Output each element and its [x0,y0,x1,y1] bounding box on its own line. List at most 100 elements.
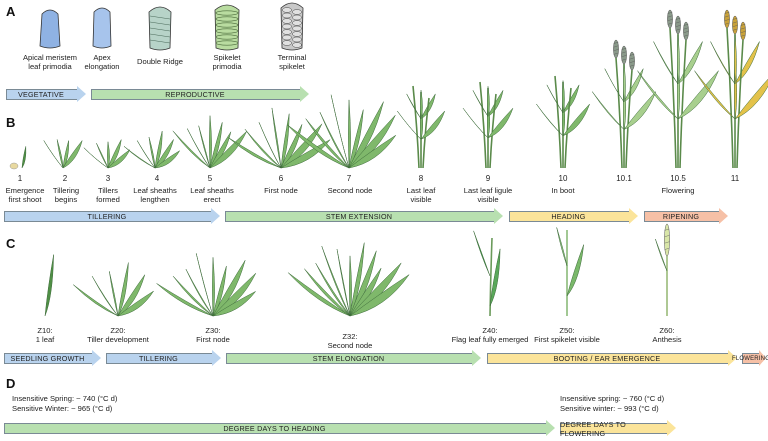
panel-label-d: D [6,376,16,391]
leaf [258,122,282,169]
leaf [56,139,64,169]
leaf [406,93,422,119]
leaf [397,110,422,140]
arrow-label-tillering-c: TILLERING [139,354,178,363]
leaf [117,274,146,317]
arrow-head [92,350,101,366]
spikelet-ring [215,28,239,34]
stage-label-b-8: Last leaf visible [406,186,436,204]
stage-num-b-10: 10 [558,174,568,183]
spikelet [613,49,619,51]
leaf [319,112,350,169]
stage-label-b-10: In boot [551,186,575,195]
ear-icon [740,21,746,41]
arrow-head [494,208,503,224]
stage-label-a-3: Double Ridge [136,57,184,66]
ear-icon [621,45,627,65]
leaf [195,253,214,317]
leaf [677,70,719,120]
stem [669,27,677,169]
spikelet [724,19,730,21]
double-ridge-icon [148,6,172,51]
stage-label-b-7: Second node [327,186,373,195]
spikelet-cell [282,40,292,46]
stage-label-b-6: First node [264,186,298,195]
degree-days-heading-text: Insensitive Spring: ~ 740 (°C d) Sensiti… [12,394,118,413]
spikelet [675,28,681,31]
spikelet-cell [292,9,302,15]
spikelet-cell [282,18,292,24]
leaf [123,146,156,169]
ear-icon [629,51,635,71]
stage-label-b-5: Leaf sheaths erect [190,186,234,204]
leaf [349,255,352,317]
arrow-label-flowering-c: FLOWERING [731,355,768,362]
arrow-body [742,353,760,364]
leaf [154,130,163,169]
stage-label-c-z50: Z50: First spikelet visible [534,326,600,344]
leaf [186,128,211,169]
leaf [62,140,69,169]
leaf [420,110,445,140]
leaf [280,113,290,169]
leaf [556,227,568,267]
spikelet [664,247,670,250]
leaf [62,140,83,169]
leaf [212,257,215,317]
leaf [304,268,351,317]
leaf [487,108,514,139]
ear-icon [667,9,673,29]
arrow-seedling-growth: SEEDLING GROWTH [4,350,101,366]
stage-label-b-2: Tillering begins [52,186,80,204]
spikelet-cell [282,12,292,19]
arrow-body [4,423,547,434]
stem [625,69,633,169]
leaf [536,103,564,136]
leaf [562,80,565,113]
arrow-head [211,208,220,224]
stage-label-a-2: Apex elongation [84,53,120,71]
spikelet-ring [215,10,239,16]
leaf [321,246,351,317]
spikelet [683,31,689,33]
leaf [734,78,768,120]
leaf [604,68,625,103]
spikelet [629,64,635,67]
stage-num-b-4: 4 [154,174,160,183]
arrow-label-tillering-b: TILLERING [87,212,127,221]
spikelet [675,17,681,20]
arrow-head [212,350,221,366]
leaf [21,146,27,169]
spikelet-cell [282,29,292,35]
arrow-body [644,211,720,222]
arrow-ripening: RIPENING [644,208,728,224]
arrow-label-vegetative: VEGETATIVE [17,90,65,99]
spikelet-cell [282,7,292,13]
spikelet [724,22,730,25]
stage-num-b-3: 3 [105,174,111,183]
arrow-body [509,211,630,222]
stage-label-a-1: Apical meristem leaf primodia [22,53,78,71]
leaf [420,90,423,119]
stage-label-c-z40: Z40: Flag leaf fully emerged [451,326,529,344]
spikelet [667,11,673,14]
ear-icon [732,15,738,35]
ridge-line [149,33,171,38]
spikelet [732,28,738,31]
leaf [349,274,410,317]
stage-num-b-5: 5 [207,174,213,183]
arrow-tillering-c: TILLERING [106,350,221,366]
leaf [96,143,109,169]
leaf [172,275,214,317]
arrow-body [225,211,495,222]
arrow-stem-elongation: STEM ELONGATION [226,350,481,366]
leaf [694,70,736,120]
arrow-body [91,89,301,100]
ear-icon [675,15,681,35]
spikelet [664,241,670,244]
arrow-reproductive: REPRODUCTIVE [91,86,309,102]
arrow-degree-days-heading: DEGREE DAYS TO HEADING [4,420,555,436]
stage-num-b-10-1: 10.1 [616,174,632,183]
arrow-body [560,423,668,434]
